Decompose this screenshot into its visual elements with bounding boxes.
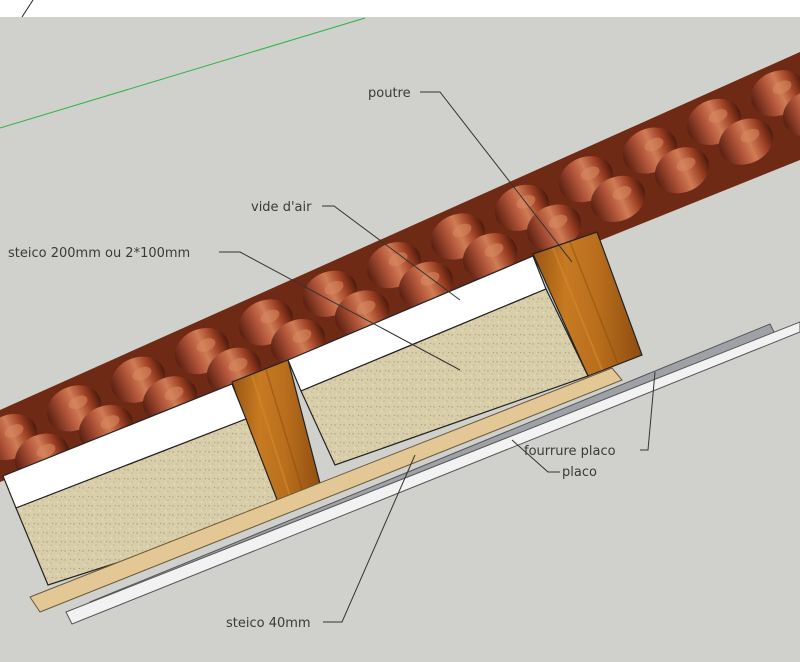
roof-tile-highlight <box>420 271 440 286</box>
placo-board <box>65 321 800 625</box>
roof-tile-highlight <box>676 157 696 172</box>
roof-tile-highlight <box>132 366 152 381</box>
label-placo: placo <box>562 465 597 480</box>
roof-tile-highlight <box>324 280 344 295</box>
label-steico-main: steico 200mm ou 2*100mm <box>8 246 190 261</box>
roof-tiles <box>0 52 800 482</box>
roof-tile-highlight <box>292 329 312 343</box>
roof-tile-highlight <box>548 214 568 229</box>
roof-tile-highlight <box>228 357 248 372</box>
beam-right <box>532 231 643 377</box>
roof-tile-highlight <box>164 386 184 401</box>
roof-tile-highlight <box>36 443 56 458</box>
roof-tile-highlight <box>4 424 24 438</box>
roof-tile-highlight <box>740 128 760 143</box>
roof-tile-highlight <box>260 309 280 324</box>
axis-line-green <box>0 17 366 129</box>
axis-line-black <box>21 0 34 18</box>
leader-steico-40 <box>323 454 416 623</box>
roof-tile-highlight <box>516 195 536 209</box>
label-steico-40: steico 40mm <box>226 616 311 631</box>
roof-tile-highlight <box>612 186 632 200</box>
leader-placo <box>511 439 560 473</box>
steico-40-board <box>29 367 623 613</box>
roof-tile-highlight <box>388 252 408 266</box>
roof-tile-highlight <box>772 80 792 95</box>
label-fourrure-placo: fourrure placo <box>524 444 616 459</box>
leader-vide-air <box>322 205 461 301</box>
roof-tile-highlight <box>356 300 376 315</box>
roof-tile-highlight <box>708 109 728 123</box>
leader-fourrure <box>640 371 656 451</box>
roof-tile-highlight <box>580 166 600 181</box>
roof-tile-highlight <box>68 395 88 410</box>
viewport-top-strip <box>0 0 800 17</box>
label-vide-air: vide d'air <box>251 200 312 215</box>
leader-steico-main <box>219 251 461 371</box>
roof-tile-highlight <box>484 243 504 257</box>
label-poutre: poutre <box>368 86 411 101</box>
insulation-right <box>300 288 589 466</box>
roof-tile-highlight <box>452 223 472 238</box>
roof-tile <box>782 89 800 137</box>
roof-tile-highlight <box>196 338 216 352</box>
roof-tile-highlight <box>644 137 664 152</box>
leader-poutre <box>420 91 573 263</box>
roof-tile-highlight <box>100 415 120 429</box>
